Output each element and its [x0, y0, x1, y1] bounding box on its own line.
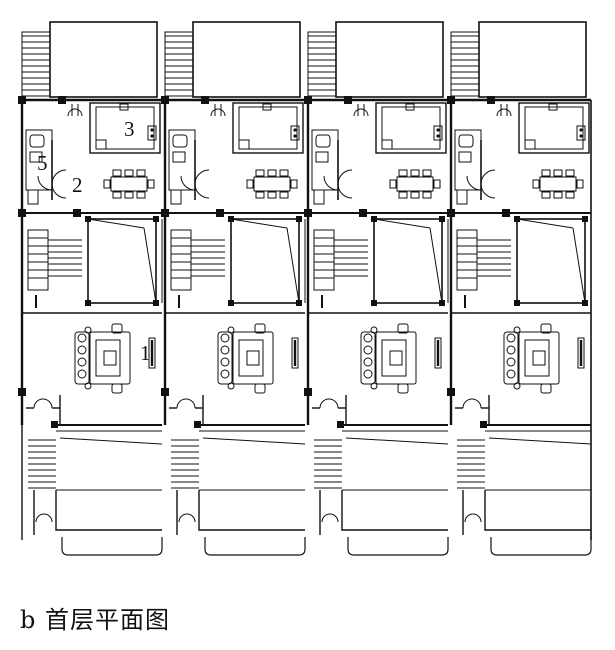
- room-label-bath: 5: [37, 151, 48, 175]
- floor-plan-drawing: 3 5 2 1: [16, 20, 593, 557]
- room-label-dining: 2: [72, 173, 83, 197]
- room-label-living: 1: [140, 341, 151, 365]
- unit-1: [16, 20, 164, 557]
- unit-3: [302, 20, 450, 557]
- unit-4: [445, 20, 593, 557]
- figure-caption: b 首层平面图: [20, 606, 170, 634]
- unit-2: [159, 20, 307, 557]
- room-label-kitchen: 3: [124, 117, 135, 141]
